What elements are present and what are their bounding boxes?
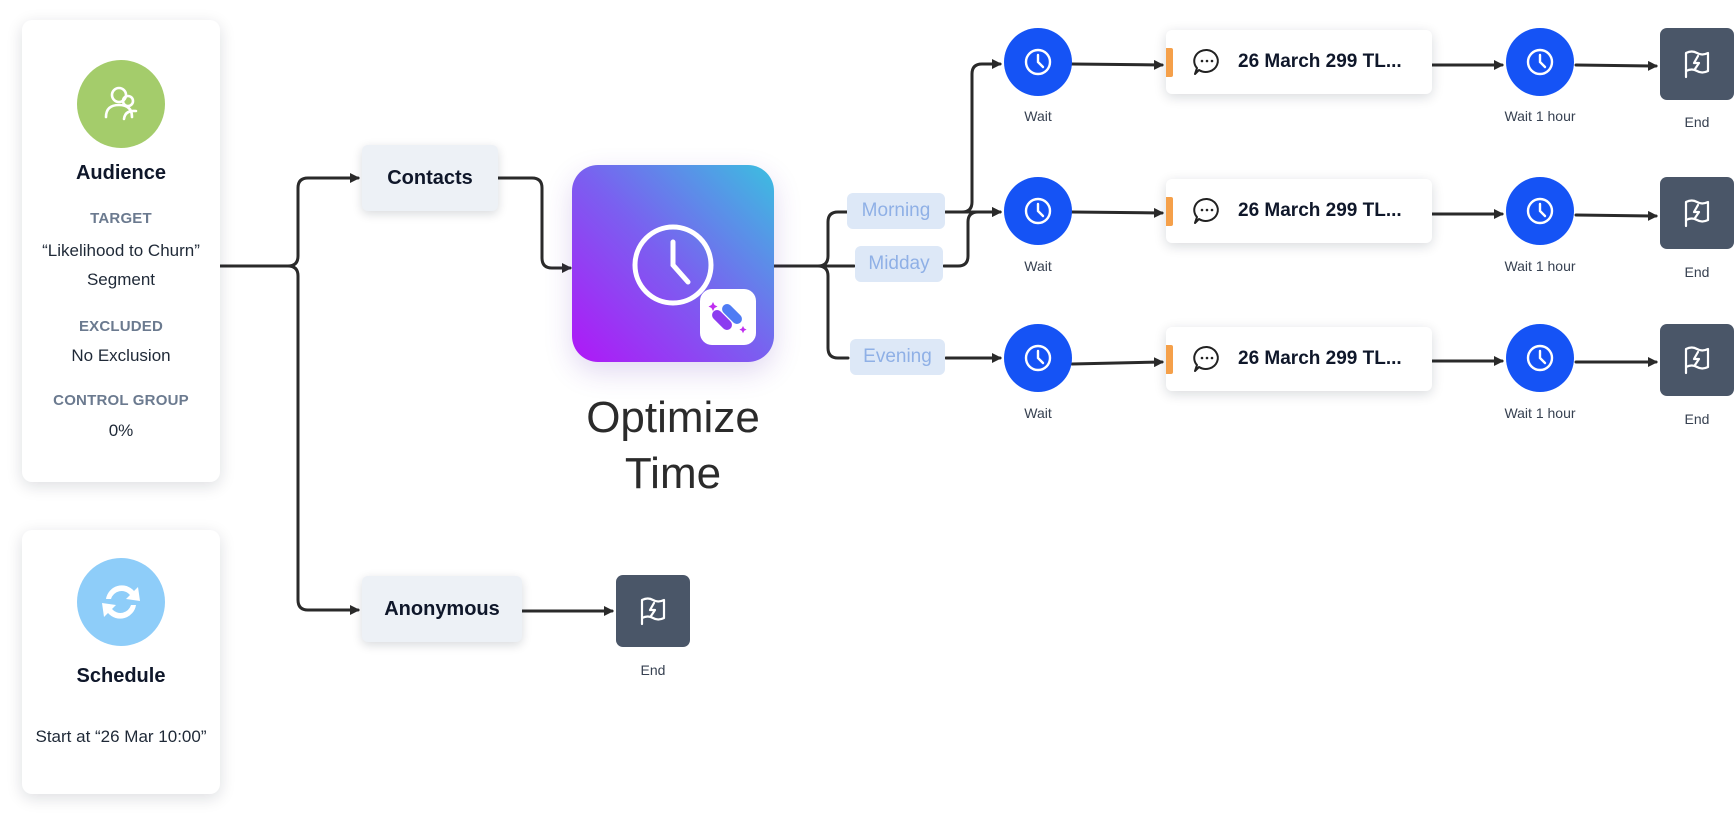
sparkle-icon: [708, 302, 747, 334]
flag-icon: [640, 597, 666, 626]
message-node-row3[interactable]: 26 March 299 TL...: [1166, 327, 1432, 391]
wait-label-row1: Wait: [1024, 108, 1052, 124]
clock-icon: [632, 224, 714, 306]
wait-node-row3[interactable]: [1004, 324, 1072, 392]
message-accent-bar: [1166, 197, 1173, 226]
end-node-row2[interactable]: [1660, 177, 1734, 249]
end-label-row1: End: [1684, 114, 1710, 130]
message-text-row1: 26 March 299 TL...: [1238, 51, 1402, 72]
users-icon: [77, 60, 165, 148]
message-text-row3: 26 March 299 TL...: [1238, 348, 1402, 369]
end-node-row3[interactable]: [1660, 324, 1734, 396]
message-accent-bar: [1166, 345, 1173, 374]
wait-node-row1[interactable]: [1004, 28, 1072, 96]
end-label-row2: End: [1684, 264, 1710, 280]
audience-card[interactable]: Audience TARGET “Likelihood to Churn” Se…: [22, 20, 220, 482]
clock-icon: [1024, 197, 1052, 225]
clock-icon: [1526, 197, 1554, 225]
wait-hour-label-row1: Wait 1 hour: [1504, 108, 1576, 124]
refresh-icon: [77, 558, 165, 646]
message-node-row2[interactable]: 26 March 299 TL...: [1166, 179, 1432, 243]
chat-bubble-icon: [1193, 197, 1219, 224]
clock-icon: [1526, 344, 1554, 372]
schedule-title: Schedule: [76, 665, 166, 687]
control-group-label: CONTROL GROUP: [53, 392, 189, 409]
wait-hour-label-row3: Wait 1 hour: [1504, 405, 1576, 421]
ai-badge: [700, 289, 756, 345]
message-node-row1[interactable]: 26 March 299 TL...: [1166, 30, 1432, 94]
time-slot-midday[interactable]: Midday: [855, 246, 943, 282]
optimize-time-node[interactable]: [572, 165, 774, 362]
clock-icon: [1024, 48, 1052, 76]
wait-label-row3: Wait: [1024, 405, 1052, 421]
optimize-title-line1: Optimize: [586, 393, 760, 442]
flag-icon: [1684, 199, 1710, 228]
flag-icon: [1684, 50, 1710, 79]
excluded-label: EXCLUDED: [78, 318, 164, 335]
control-group-value: 0%: [108, 421, 134, 440]
wait-hour-label-row2: Wait 1 hour: [1504, 258, 1576, 274]
message-accent-bar: [1166, 48, 1173, 77]
time-slot-morning[interactable]: Morning: [847, 193, 945, 229]
chat-bubble-icon: [1193, 48, 1219, 75]
audience-title: Audience: [75, 162, 167, 184]
optimize-title-line2: Time: [624, 449, 722, 498]
clock-icon: [1526, 48, 1554, 76]
time-slot-evening[interactable]: Evening: [850, 339, 945, 375]
end-node-row1[interactable]: [1660, 28, 1734, 100]
excluded-value: No Exclusion: [71, 346, 171, 365]
message-text-row2: 26 March 299 TL...: [1238, 200, 1402, 221]
chat-bubble-icon: [1193, 345, 1219, 372]
wait-hour-node-row3[interactable]: [1506, 324, 1574, 392]
schedule-start: Start at “26 Mar 10:00”: [35, 727, 207, 746]
anonymous-node[interactable]: Anonymous: [362, 576, 522, 642]
target-value-line2: Segment: [86, 270, 156, 289]
contacts-node[interactable]: Contacts: [362, 145, 498, 211]
schedule-card[interactable]: Schedule Start at “26 Mar 10:00”: [22, 530, 220, 794]
flag-icon: [1684, 346, 1710, 375]
target-value-line1: “Likelihood to Churn”: [42, 241, 200, 260]
end-label-row3: End: [1684, 411, 1710, 427]
anonymous-end-node[interactable]: [616, 575, 690, 647]
wait-node-row2[interactable]: [1004, 177, 1072, 245]
target-label: TARGET: [90, 210, 152, 227]
anonymous-end-label: End: [640, 662, 666, 678]
wait-hour-node-row2[interactable]: [1506, 177, 1574, 245]
clock-icon: [1024, 344, 1052, 372]
wait-label-row2: Wait: [1024, 258, 1052, 274]
wait-hour-node-row1[interactable]: [1506, 28, 1574, 96]
